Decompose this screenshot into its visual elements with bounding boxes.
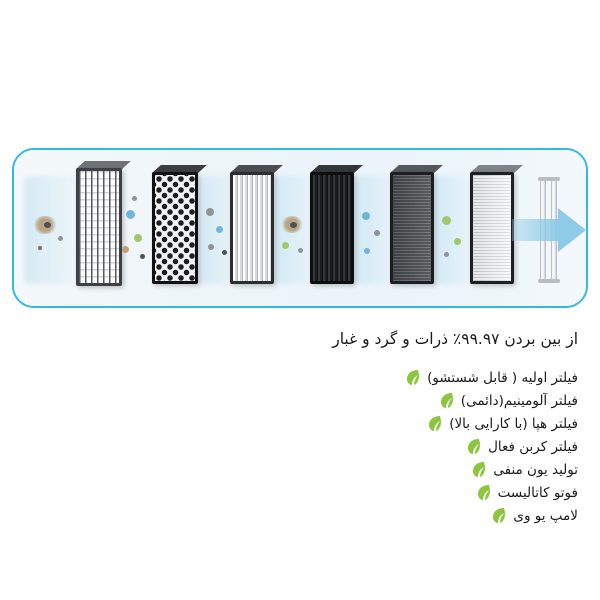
aluminium-filter-plate [152, 165, 207, 284]
leaf-icon [440, 392, 453, 409]
plate-face [470, 172, 514, 284]
leaf-icon [467, 438, 481, 455]
uv-lamp-cap [538, 177, 560, 181]
leaf-icon [428, 415, 442, 432]
uv-lamp-cap [538, 279, 560, 283]
dust-particle [298, 248, 303, 253]
list-item: فیلتر کربن فعال [18, 435, 578, 458]
ion-generator-plate [390, 165, 443, 284]
germ-particle [126, 210, 135, 219]
leaf-icon [472, 461, 486, 478]
photo-catalyst-plate [470, 165, 523, 284]
clean-air-arrow-icon [512, 208, 586, 252]
diagram-background [14, 150, 586, 306]
airflow-band [436, 176, 472, 284]
list-item: فوتو کاتالیست [18, 481, 578, 504]
dust-particle [58, 236, 63, 241]
plate-face [310, 172, 354, 284]
germ-particle [454, 238, 461, 245]
feature-label: تولید یون منفی [493, 461, 578, 478]
leaf-icon [492, 507, 506, 524]
dust-particle [290, 222, 297, 228]
ion-particle [362, 212, 370, 220]
arrow-head [558, 208, 586, 252]
plate-face [230, 172, 274, 284]
arrow-shaft [512, 219, 560, 241]
ion-particle [364, 248, 370, 254]
dust-particle [140, 254, 145, 259]
plate-face [152, 172, 198, 284]
germ-particle [282, 242, 289, 249]
plate-face [76, 168, 122, 286]
list-item: لامپ یو وی [18, 504, 578, 527]
hepa-filter-plate [230, 165, 283, 284]
feature-label: فیلتر آلومینیم(دائمی) [460, 392, 578, 409]
feature-list: فیلتر اولیه ( قابل شستشو) فیلتر آلومینیم… [18, 366, 578, 527]
ion-particle [374, 230, 380, 236]
dust-particle [38, 246, 42, 250]
dust-particle [444, 252, 449, 257]
plate-face [390, 172, 434, 284]
dust-particle [222, 250, 227, 255]
dust-particle [208, 244, 214, 250]
feature-label: فیلتر هپا (با کارایی بالا) [449, 415, 578, 432]
dust-particle [44, 222, 51, 228]
list-item: فیلتر آلومینیم(دائمی) [18, 389, 578, 412]
pre-filter-plate [76, 161, 131, 286]
list-item: تولید یون منفی [18, 458, 578, 481]
carbon-filter-plate [310, 165, 363, 284]
feature-label: فوتو کاتالیست [497, 484, 578, 501]
leaf-icon [406, 369, 420, 386]
filter-stack-diagram-panel [12, 148, 588, 308]
dust-particle [206, 208, 214, 216]
list-item: فیلتر اولیه ( قابل شستشو) [18, 366, 578, 389]
germ-particle [134, 234, 142, 242]
feature-label: فیلتر اولیه ( قابل شستشو) [427, 369, 578, 386]
leaf-icon [477, 484, 490, 501]
dust-particle [122, 246, 129, 253]
feature-label: لامپ یو وی [513, 507, 578, 524]
feature-label: فیلتر کربن فعال [488, 438, 578, 455]
germ-particle [216, 226, 223, 233]
list-item: فیلتر هپا (با کارایی بالا) [18, 412, 578, 435]
headline-text: از بین بردن ۹۹.۹۷٪ ذرات و گرد و غبار [332, 330, 578, 348]
dust-particle [132, 196, 137, 201]
germ-particle [442, 216, 451, 225]
